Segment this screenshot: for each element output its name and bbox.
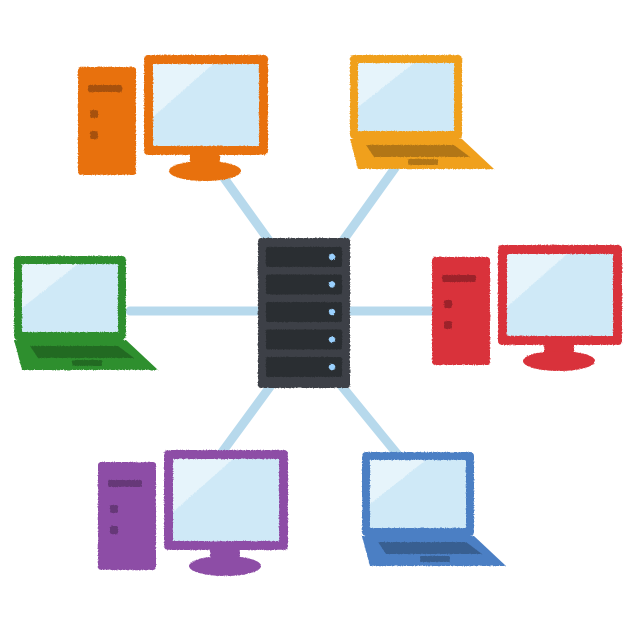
monitor-base (169, 161, 241, 181)
tower-button (90, 131, 98, 139)
devices (14, 55, 622, 576)
device-top-left (78, 55, 268, 181)
tower-button (444, 321, 452, 329)
device-bottom-left (98, 450, 288, 576)
laptop-keyboard (30, 346, 134, 358)
server-light (328, 281, 336, 288)
laptop-keyboard (378, 542, 482, 554)
link-top-right (337, 163, 400, 247)
tower-slot (88, 85, 122, 92)
laptop-keyboard (366, 145, 470, 157)
connection-lines (125, 163, 443, 460)
tower-button (110, 505, 118, 513)
screen-glare (22, 264, 78, 308)
laptop-touchpad (408, 159, 438, 165)
tower-button (90, 110, 98, 118)
server-rack (258, 238, 350, 388)
device-mid-right (432, 245, 622, 371)
server-slot (266, 357, 342, 377)
server-slot (266, 329, 342, 350)
server-light (328, 308, 336, 316)
screen-glare (153, 64, 213, 117)
server-light (328, 336, 336, 343)
link-top-left (219, 173, 275, 247)
server-slot (266, 247, 342, 267)
tower (432, 257, 490, 365)
tower-slot (442, 275, 476, 282)
laptop-touchpad (72, 360, 102, 366)
screen-glare (173, 459, 233, 512)
link-bottom-left (215, 379, 277, 460)
laptop-touchpad (420, 556, 450, 562)
screen-glare (358, 63, 414, 107)
tower (78, 67, 136, 175)
server-hub (258, 238, 350, 388)
server-slot (266, 274, 342, 295)
device-top-right (350, 55, 494, 169)
tower (98, 462, 156, 570)
server-light (328, 253, 336, 261)
screen-glare (507, 254, 567, 307)
server-slot (266, 302, 342, 322)
device-mid-left (14, 256, 158, 370)
tower-button (444, 300, 452, 308)
monitor-base (523, 351, 595, 371)
tower-slot (108, 480, 142, 487)
link-bottom-right (335, 379, 403, 460)
monitor-base (189, 556, 261, 576)
device-bottom-right (362, 452, 506, 566)
tower-button (110, 526, 118, 534)
screen-glare (370, 460, 426, 504)
server-light (328, 363, 336, 371)
